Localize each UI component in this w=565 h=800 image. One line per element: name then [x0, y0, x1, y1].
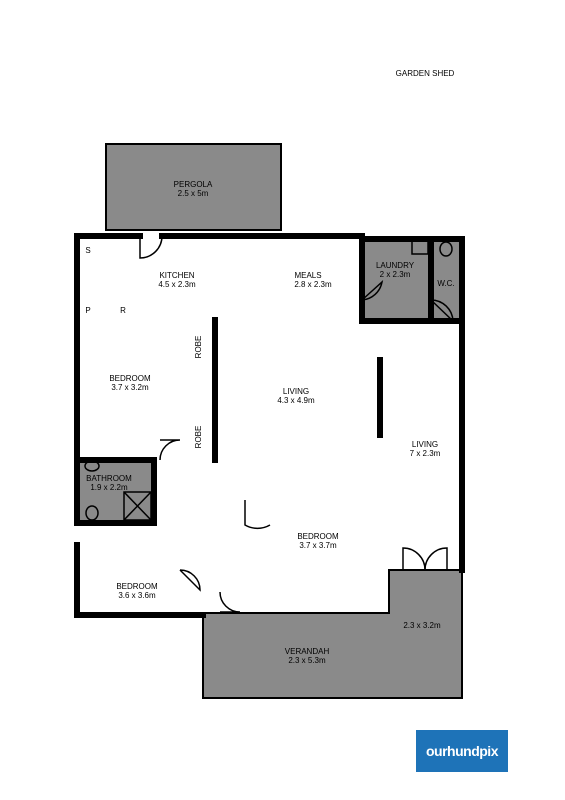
wc-toilet-icon [439, 241, 453, 257]
label-living: LIVING [283, 387, 309, 396]
toilet-icon [85, 505, 99, 521]
label-living-dim: 4.3 x 4.9m [277, 396, 315, 405]
shower [123, 491, 152, 521]
laundry-area [361, 238, 432, 322]
label-bathroom: BATHROOM [86, 474, 132, 483]
basin-icon [84, 460, 100, 472]
label-living-2-dim: 7 x 2.3m [410, 449, 441, 458]
label-r: R [120, 306, 126, 315]
pergola-area [105, 143, 282, 231]
label-bedroom-1: BEDROOM [109, 374, 151, 383]
exterior-walls [74, 233, 465, 618]
label-laundry: LAUNDRY [376, 261, 415, 270]
label-bedroom-3-dim: 3.6 x 3.6m [118, 591, 156, 600]
label-bedroom-1-dim: 3.7 x 3.2m [111, 383, 149, 392]
verandah-area [202, 569, 463, 699]
label-laundry-dim: 2 x 2.3m [380, 270, 411, 279]
label-wc: W.C. [437, 279, 454, 288]
label-s: S [85, 246, 90, 255]
label-garden-shed: GARDEN SHED [396, 69, 455, 78]
label-kitchen: KITCHEN [159, 271, 194, 280]
laundry-tub-icon [411, 239, 429, 255]
label-verandah-dim: 2.3 x 5.3m [288, 656, 326, 665]
doors [139, 235, 454, 613]
label-kitchen-dim: 4.5 x 2.3m [158, 280, 196, 289]
label-living-2: LIVING [412, 440, 438, 449]
label-p: P [85, 306, 90, 315]
label-bedroom-3: BEDROOM [116, 582, 158, 591]
label-bedroom-2-dim: 3.7 x 3.7m [299, 541, 337, 550]
label-meals: MEALS [294, 271, 321, 280]
fixtures [84, 239, 453, 521]
label-robe-2: ROBE [194, 426, 203, 449]
interior-walls [74, 236, 465, 526]
label-bedroom-2: BEDROOM [297, 532, 339, 541]
logo-text: ourhundpix [426, 743, 499, 759]
label-verandah-ext-dim: 2.3 x 3.2m [403, 621, 441, 630]
label-meals-dim: 2.8 x 2.3m [294, 280, 332, 289]
label-pergola: PERGOLA [174, 180, 213, 189]
company-logo: ourhundpix [414, 728, 510, 774]
label-robe-1: ROBE [194, 336, 203, 359]
label-verandah: VERANDAH [285, 647, 330, 656]
label-pergola-dim: 2.5 x 5m [178, 189, 209, 198]
label-bathroom-dim: 1.9 x 2.2m [90, 483, 128, 492]
